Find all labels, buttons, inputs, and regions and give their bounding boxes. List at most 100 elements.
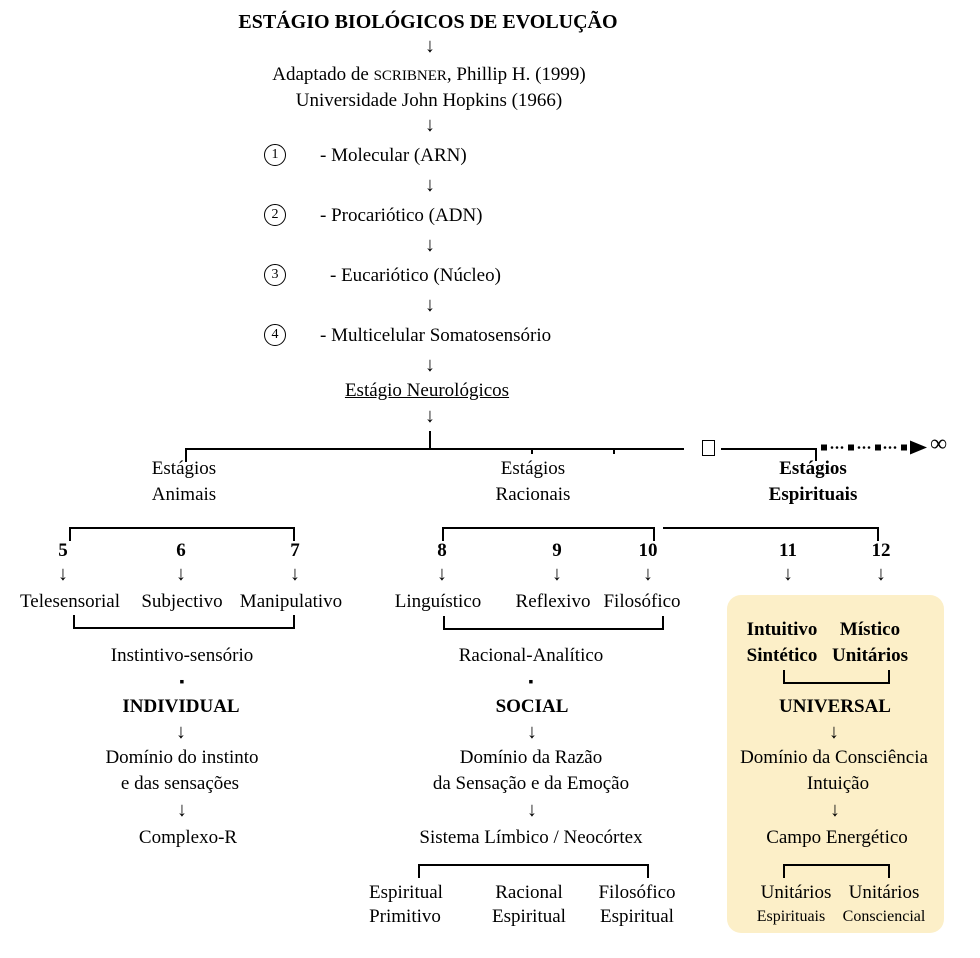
dotted-arrow-to-infinity (821, 440, 927, 455)
sublevel-label-line1: Espiritual (369, 882, 443, 903)
bracket-spiritual-bottom (783, 670, 890, 684)
flow-arrow: ↓ (425, 294, 435, 316)
institution-line: Universidade John Hopkins (1966) (295, 90, 563, 111)
domain-text-line1: Domínio da Consciência (740, 747, 928, 768)
domain-text-line1: Domínio do instinto (105, 747, 259, 768)
sublevel-label-line1: Racional (495, 882, 563, 903)
sublevel-label-line1: Unitários (848, 882, 920, 903)
bracket-rational-sublevels (418, 864, 649, 878)
stage-name: Unitários (832, 645, 908, 666)
flow-arrow: ↓ (425, 354, 435, 376)
flow-arrow: ↓ (176, 563, 186, 585)
adapted-from-line: Adaptado de SCRIBNER, Phillip H. (1999) (272, 64, 586, 86)
stage-number: 8 (437, 540, 447, 561)
branch-rational-line2: Racionais (495, 484, 571, 505)
sublevel-label-line2: Espiritual (492, 906, 566, 927)
stage-name: Manipulativo (239, 591, 343, 612)
infinity-symbol: ∞ (930, 431, 948, 457)
diagram-title: ESTÁGIO BIOLÓGICOS DE EVOLUÇÃO (238, 11, 618, 33)
spiritual-highlight-box (727, 595, 944, 933)
tree-tick-animal (185, 450, 187, 462)
flow-arrow: ↓ (552, 563, 562, 585)
system-label: Complexo-R (138, 827, 238, 848)
flow-arrow: ↓ (437, 563, 447, 585)
stage-label: - Eucariótico (Núcleo) (330, 265, 501, 286)
stage-number: 9 (552, 540, 562, 561)
branch-spiritual-line1: Estágios (779, 458, 847, 479)
stage-name: Linguístico (394, 591, 482, 612)
stage-number: 7 (290, 540, 300, 561)
flow-arrow: ↓ (290, 563, 300, 585)
flow-arrow: ↓ (425, 234, 435, 256)
flow-arrow: ↓ (876, 563, 886, 585)
system-label: Sistema Límbico / Neocórtex (419, 827, 643, 848)
category-label: INDIVIDUAL (122, 696, 240, 717)
bracket-rational-bottom (443, 616, 664, 630)
stage-name: Místico (839, 619, 901, 640)
stage-number-badge: 1 (264, 144, 286, 166)
tree-tick-spiritual (815, 450, 817, 461)
flow-arrow: ↓ (783, 563, 793, 585)
flow-arrow: ↓ (830, 799, 840, 821)
bracket-spiritual-top (663, 527, 879, 541)
adapted-prefix: Adaptado de (272, 64, 374, 85)
flow-arrow: ↓ (176, 721, 186, 743)
flow-arrow: ↓ (425, 174, 435, 196)
domain-text-line1: Domínio da Razão (459, 747, 603, 768)
stage-number: 10 (638, 540, 658, 561)
flow-arrow: ↓ (643, 563, 653, 585)
separator-bullet: ▪ (179, 675, 185, 690)
stage-label: - Molecular (ARN) (320, 145, 467, 166)
stage-number-badge: 3 (264, 264, 286, 286)
domain-text-line2: Intuição (806, 773, 870, 794)
flow-arrow: ↓ (425, 35, 435, 57)
branch-animal-line2: Animais (151, 484, 217, 505)
sublevel-label-line2: Espirituais (756, 908, 826, 925)
stage-number-badge: 2 (264, 204, 286, 226)
sublevel-label-line1: Filosófico (598, 882, 676, 903)
group-label: Racional-Analítico (458, 645, 604, 666)
tree-tick-small-1 (531, 450, 533, 454)
flow-arrow: ↓ (425, 114, 435, 136)
category-label: UNIVERSAL (779, 696, 891, 717)
stage-number: 11 (779, 540, 797, 561)
branch-spiritual-line2: Espirituais (768, 484, 858, 505)
sublevel-label-line2: Consciencial (842, 908, 926, 925)
flow-arrow: ↓ (829, 721, 839, 743)
domain-text-line2: da Sensação e da Emoção (432, 773, 630, 794)
stage-name: Reflexivo (515, 591, 591, 612)
group-label: Instintivo-sensório (110, 645, 254, 666)
flow-arrow: ↓ (58, 563, 68, 585)
stage-label: - Multicelular Somatosensório (320, 325, 552, 346)
stage-number-badge: 4 (264, 324, 286, 346)
bracket-animal-top (69, 527, 295, 541)
domain-text-line2: e das sensações (120, 773, 240, 794)
stage-label: - Procariótico (ADN) (320, 205, 483, 226)
tree-tick-center (429, 431, 431, 449)
stage-number: 5 (58, 540, 68, 561)
stage-name: Filosófico (603, 591, 681, 612)
sublevel-label-line2: Espiritual (600, 906, 674, 927)
separator-bullet: ▪ (528, 675, 534, 690)
adapted-suffix: , Phillip H. (1999) (446, 64, 586, 85)
branch-animal-line1: Estágios (151, 458, 217, 479)
bracket-spiritual-sublevels (783, 864, 890, 878)
stage-name: Telesensorial (20, 591, 120, 612)
flow-arrow: ↓ (527, 799, 537, 821)
neurological-heading: Estágio Neurológicos (344, 380, 510, 401)
category-label: SOCIAL (495, 696, 569, 717)
stage-number: 6 (176, 540, 186, 561)
adapted-author: SCRIBNER (373, 68, 447, 84)
tree-line-spiritual (721, 448, 817, 450)
empty-box-glyph (702, 440, 715, 456)
stage-name: Intuitivo (746, 619, 818, 640)
system-label: Campo Energético (766, 827, 908, 848)
tree-line-main (185, 448, 684, 450)
flow-arrow: ↓ (177, 799, 187, 821)
bracket-animal-bottom (73, 615, 295, 629)
stage-name: Subjectivo (141, 591, 223, 612)
sublevel-label-line2: Primitivo (369, 906, 441, 927)
branch-rational-line1: Estágios (500, 458, 566, 479)
bracket-rational-top (442, 527, 655, 541)
flow-arrow: ↓ (425, 405, 435, 427)
